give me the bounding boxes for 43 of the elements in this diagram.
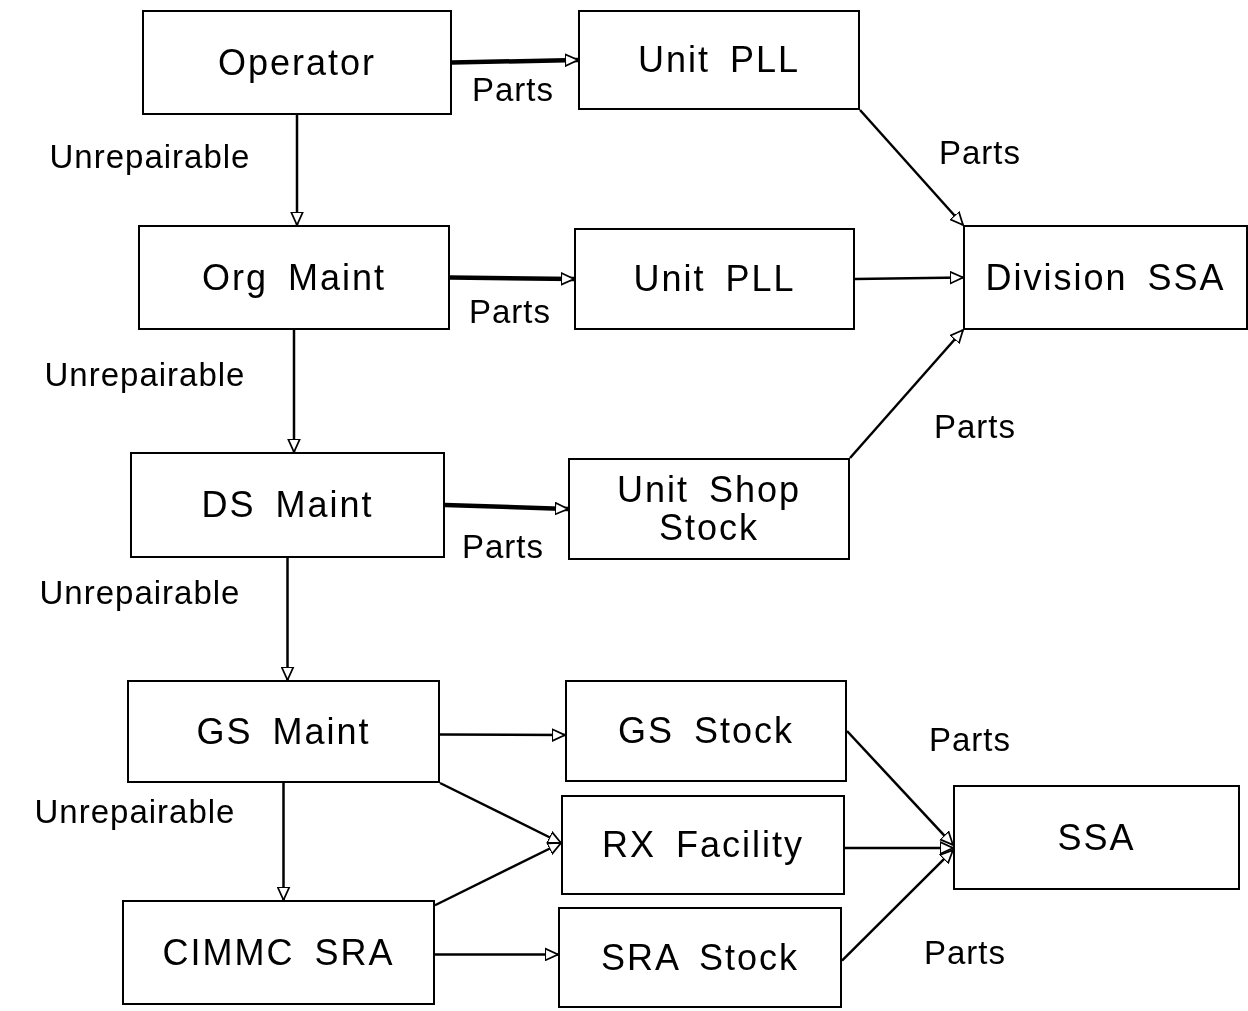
arrow [449, 272, 575, 286]
arrow [440, 728, 566, 742]
arrow [434, 841, 562, 907]
process-box [565, 680, 847, 782]
process-box [142, 10, 452, 115]
process-box [127, 680, 440, 783]
arrow [451, 53, 579, 67]
box-label: SRA Stock [600, 938, 800, 977]
arrow [859, 109, 964, 226]
process-box [122, 900, 435, 1005]
arrow [276, 783, 291, 901]
box-label: RX Facility [602, 826, 804, 864]
arrow [435, 947, 559, 962]
box-label: Unit Shop Stock [615, 471, 803, 547]
box-label: Operator [217, 43, 377, 82]
process-box [558, 907, 842, 1008]
process-box [561, 795, 845, 895]
process-box [138, 225, 450, 330]
arrow [290, 115, 304, 226]
process-box [578, 10, 860, 110]
box-label: GS Maint [196, 712, 371, 751]
box-label: CIMMC SRA [162, 933, 395, 972]
arrow [855, 270, 964, 285]
box-label: SSA [1057, 818, 1136, 857]
arrow [845, 841, 954, 855]
arrow [841, 849, 954, 962]
arrow [280, 558, 295, 681]
arrow [287, 330, 301, 453]
process-box [130, 452, 445, 558]
arrow [849, 329, 964, 459]
arrow [444, 501, 569, 516]
process-box [574, 228, 855, 330]
box-label: Org Maint [201, 258, 386, 297]
box-label: DS Maint [201, 486, 374, 524]
arrow [846, 730, 954, 846]
box-label: GS Stock [617, 712, 795, 750]
process-box [568, 458, 850, 560]
process-box [953, 785, 1240, 890]
box-label: Unit PLL [633, 260, 796, 298]
process-box [963, 225, 1248, 330]
box-label: Division SSA [985, 258, 1226, 297]
arrow [439, 781, 562, 845]
box-label: Unit PLL [637, 41, 801, 79]
